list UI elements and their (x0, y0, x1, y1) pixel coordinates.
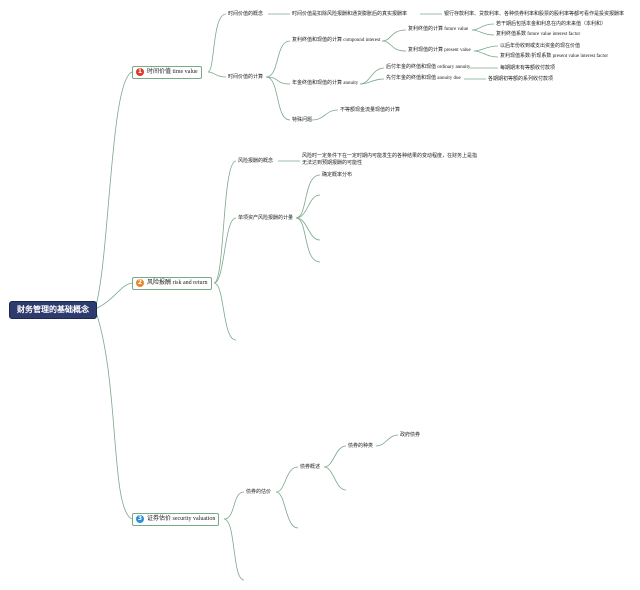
node-annuity[interactable]: 年金终值和现值的计算 annuity (292, 81, 359, 86)
number-badge-icon: 3 (136, 515, 144, 523)
node-present-value-note2[interactable]: 复利现值系数/折现系数 present value interest facto… (500, 54, 609, 59)
node-annuity-due-note[interactable]: 各期期初等额的系列收付款项 (488, 76, 554, 82)
node-risk-concept[interactable]: 风险报酬的概念 (238, 158, 274, 164)
number-badge-icon: 1 (136, 68, 144, 76)
topic-label: 证券估价 security valuation (147, 516, 216, 522)
node-future-value-note2[interactable]: 复利终值系数 future value interest factor (496, 32, 581, 37)
node-bond-valuation[interactable]: 债券的估价 (246, 489, 272, 495)
topic-risk-return[interactable]: 2 风险报酬 risk and return (132, 277, 212, 290)
node-bond-overview[interactable]: 债券概述 (300, 464, 321, 470)
node-present-value-note1[interactable]: 以后年份收到或支出资金的现在价值 (500, 43, 581, 49)
node-time-value-calc[interactable]: 时间价值的计算 (228, 74, 264, 80)
node-future-value-note1[interactable]: 若干期后包括本金和利息在内的未来值（本利和） (496, 21, 607, 27)
node-risk-concept-desc1[interactable]: 风险时一定条件下在一定时期内可能发生的各种结果的变动程度，在财务上是指 (302, 153, 478, 159)
node-risk-concept-desc2[interactable]: 无法达到预期报酬的可能性 (302, 160, 363, 166)
node-special-problems[interactable]: 特殊问题 (292, 117, 313, 123)
topic-label: 时间价值 time value (147, 69, 198, 75)
node-single-asset-risk[interactable]: 单项资产风险报酬的计量 (238, 215, 294, 221)
number-badge-icon: 2 (136, 279, 144, 287)
node-compound-interest[interactable]: 复利终值和现值的计算 compound interest (292, 38, 381, 43)
node-annuity-due[interactable]: 先付年金的终值和现值 annuity due (386, 76, 461, 81)
node-bond-types[interactable]: 债券的种类 (348, 443, 374, 449)
root-node[interactable]: 财务管理的基础概念 (9, 301, 97, 319)
topic-security-valuation[interactable]: 3 证券估价 security valuation (132, 513, 220, 526)
node-probability-distribution[interactable]: 确定概率分布 (322, 172, 353, 178)
topic-label: 风险报酬 risk and return (147, 280, 208, 286)
node-time-value-concept[interactable]: 时间价值的概念 (228, 11, 264, 17)
topic-time-value[interactable]: 1 时间价值 time value (132, 66, 202, 79)
node-government-bond[interactable]: 政府债券 (400, 432, 421, 438)
node-future-value[interactable]: 复利终值的计算 future value (408, 27, 469, 32)
node-present-value[interactable]: 复利现值的计算 present value (408, 48, 471, 53)
node-time-value-concept-desc[interactable]: 时间价值是扣除风险报酬和通货膨胀后的真实报酬率 (292, 11, 408, 17)
node-time-value-concept-note[interactable]: 银行存款利率、贷款利率、各种债券利率和股票的股利率等都可看作是投资报酬率 (444, 11, 625, 17)
node-special-problems-note[interactable]: 不等额现金流量现值的计算 (340, 107, 401, 113)
node-ordinary-annuity-note[interactable]: 每期期末有等额收付款项 (500, 65, 556, 71)
node-ordinary-annuity[interactable]: 后付年金的终值和现值 ordinary annuity (386, 65, 471, 70)
